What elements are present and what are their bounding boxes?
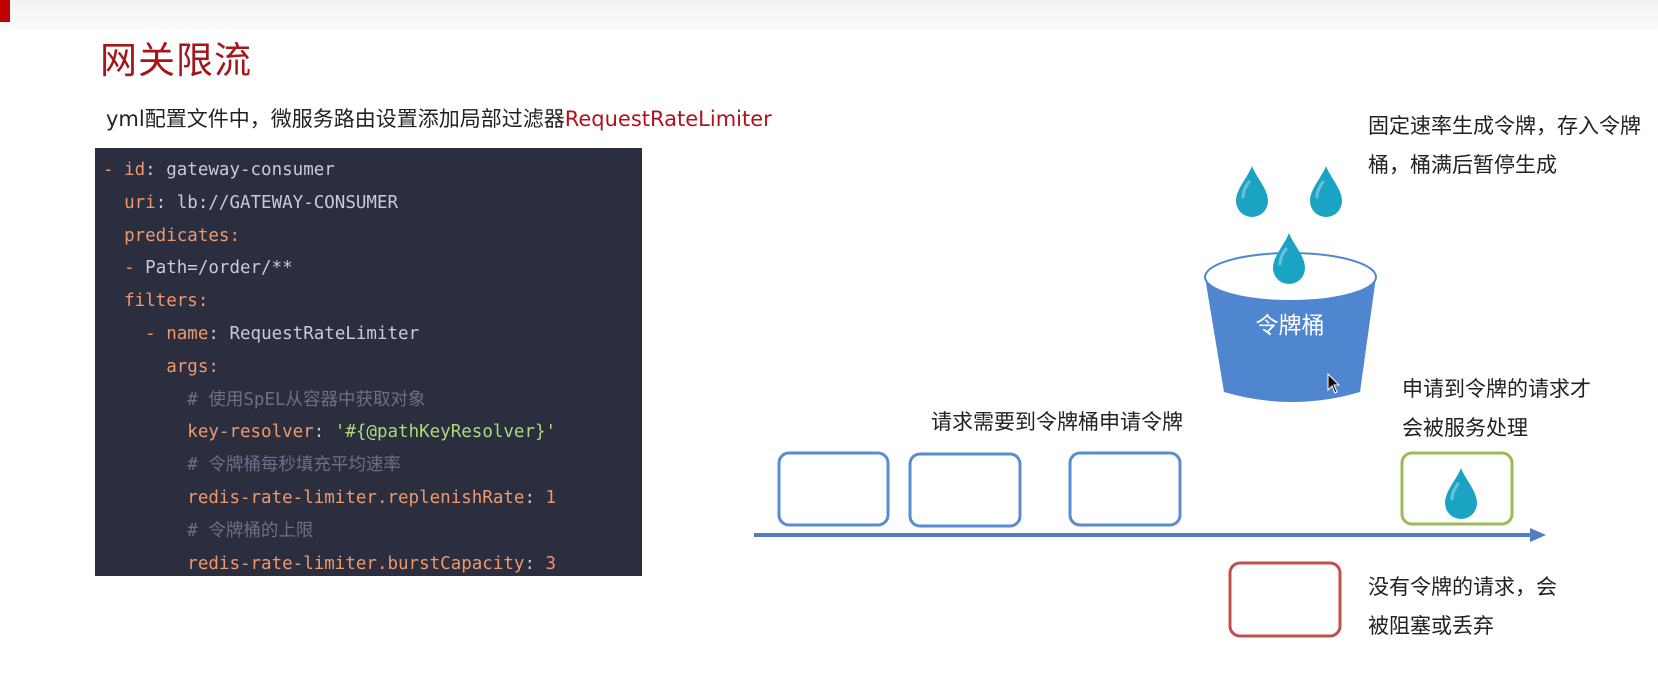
code-line-4: - Path=/order/** <box>103 252 642 285</box>
code-line-10: # 令牌桶每秒填充平均速率 <box>103 449 642 482</box>
code-value: RequestRateLimiter <box>229 323 420 344</box>
code-line-7: args: <box>103 351 642 384</box>
code-line-5: filters: <box>103 285 642 318</box>
mouse-cursor-icon <box>1327 372 1341 394</box>
code-comment: # 令牌桶每秒填充平均速率 <box>187 455 401 476</box>
code-sep: : <box>208 356 219 377</box>
code-value: 3 <box>545 553 557 574</box>
code-panel: - id: gateway-consumer uri: lb://GATEWAY… <box>95 148 642 576</box>
request-box <box>908 452 1022 528</box>
token-bucket <box>1204 252 1377 402</box>
code-dash: - <box>103 160 125 180</box>
drop-icon <box>1236 166 1268 217</box>
code-line-1: - id: gateway-consumer <box>103 154 642 187</box>
code-line-3: predicates: <box>103 220 642 253</box>
code-value: lb://GATEWAY-CONSUMER <box>176 192 399 213</box>
note-generate-line-1: 固定速率生成令牌，存入令牌 <box>1368 114 1641 138</box>
note-processed: 申请到令牌的请求才 会被服务处理 <box>1402 370 1591 448</box>
code-key: args <box>166 356 209 377</box>
subtitle-highlight: RequestRateLimiter <box>564 107 772 131</box>
top-strip <box>0 0 1658 30</box>
code-sep: : <box>208 323 230 344</box>
subtitle-text: yml配置文件中，微服务路由设置添加局部过滤器 <box>106 107 565 131</box>
code-sep: : <box>197 291 209 312</box>
code-line-9: key-resolver: '#{@pathKeyResolver}' <box>103 416 642 449</box>
timeline-arrow <box>754 528 1546 542</box>
note-generate-line-2: 桶，桶满后暂停生成 <box>1368 153 1557 177</box>
code-key: redis-rate-limiter.burstCapacity <box>187 553 525 574</box>
note-processed-line-1: 申请到令牌的请求才 <box>1402 377 1591 401</box>
note-processed-line-2: 会被服务处理 <box>1402 416 1528 440</box>
code-value: 1 <box>545 487 557 508</box>
note-blocked-line-1: 没有令牌的请求，会 <box>1368 575 1557 599</box>
code-sep: : <box>524 553 546 574</box>
drop-icon <box>1273 233 1305 284</box>
slide-title: 网关限流 <box>100 39 252 82</box>
corner-mark <box>0 0 10 22</box>
code-line-13: redis-rate-limiter.burstCapacity: 3 <box>103 548 642 581</box>
note-generate: 固定速率生成令牌，存入令牌 桶，桶满后暂停生成 <box>1368 107 1641 185</box>
code-line-2: uri: lb://GATEWAY-CONSUMER <box>103 187 642 220</box>
code-key: redis-rate-limiter.replenishRate <box>187 487 525 508</box>
code-line-11: redis-rate-limiter.replenishRate: 1 <box>103 482 642 515</box>
code-value: Path=/order/** <box>145 258 293 279</box>
code-comment: # 令牌桶的上限 <box>187 520 314 541</box>
drop-icon <box>1310 166 1342 217</box>
rejected-request-box <box>1228 561 1342 638</box>
drop-icon <box>1445 468 1477 519</box>
note-blocked-line-2: 被阻塞或丢弃 <box>1368 614 1494 638</box>
subtitle: yml配置文件中，微服务路由设置添加局部过滤器RequestRateLimite… <box>106 103 772 133</box>
code-comment: # 使用SpEL从容器中获取对象 <box>187 389 426 410</box>
note-request: 请求需要到令牌桶申请令牌 <box>931 410 1183 434</box>
code-key: name <box>166 323 209 344</box>
code-value: '#{@pathKeyResolver}' <box>334 422 557 443</box>
code-dash: - <box>124 258 146 279</box>
code-value: gateway-consumer <box>166 160 335 180</box>
code-key: key-resolver <box>187 422 314 443</box>
code-key: uri <box>124 192 156 213</box>
code-sep: : <box>524 487 546 508</box>
code-key: filters <box>124 291 198 312</box>
code-sep: : <box>229 225 240 246</box>
code-line-12: # 令牌桶的上限 <box>103 515 642 548</box>
bucket-label: 令牌桶 <box>1256 313 1325 339</box>
code-line-8: # 使用SpEL从容器中获取对象 <box>103 384 642 417</box>
code-dash: - <box>145 323 167 344</box>
code-line-6: - name: RequestRateLimiter <box>103 318 642 351</box>
code-key: predicates <box>124 225 230 246</box>
request-box <box>777 451 890 527</box>
note-blocked: 没有令牌的请求，会 被阻塞或丢弃 <box>1368 568 1557 646</box>
code-key: id <box>124 160 146 180</box>
code-sep: : <box>145 160 167 180</box>
request-box <box>1068 451 1182 527</box>
code-sep: : <box>313 422 335 443</box>
code-sep: : <box>155 192 177 213</box>
